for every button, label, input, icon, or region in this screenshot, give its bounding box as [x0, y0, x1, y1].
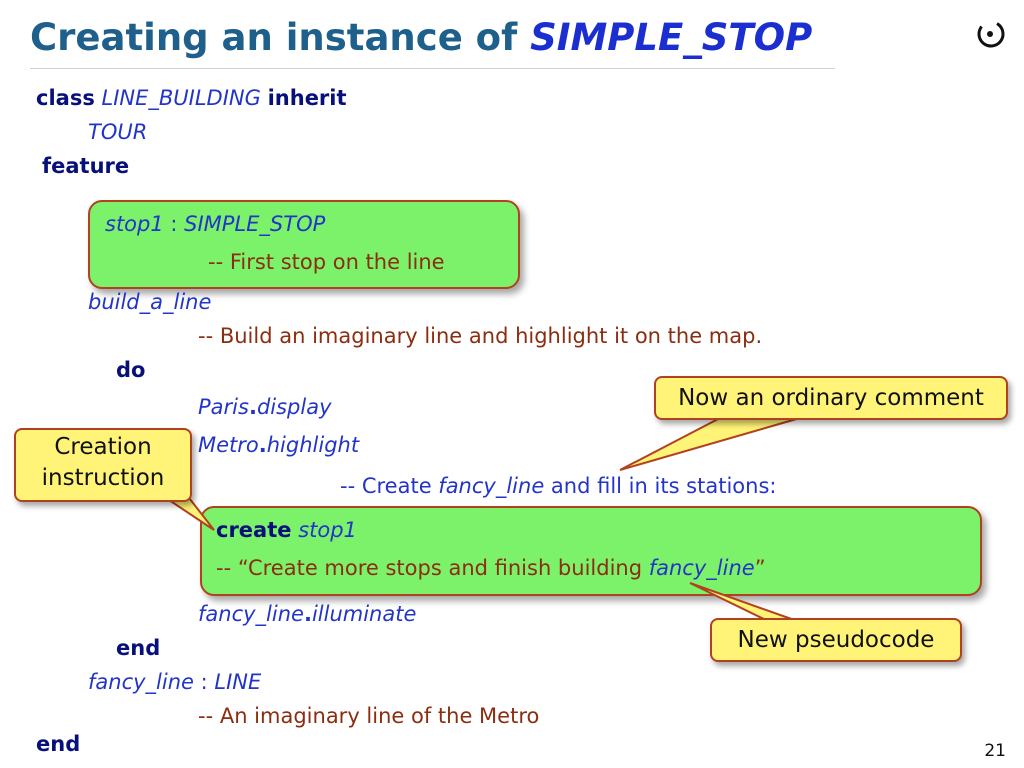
new-pseudocode-pointer [689, 582, 801, 623]
slide-title: Creating an instance of SIMPLE_STOP [30, 16, 812, 59]
title-divider [30, 68, 835, 69]
illuminate-dot: . [303, 602, 312, 626]
illuminate-feature: illuminate [311, 602, 417, 626]
create-comment-post: and fill in its stations: [544, 474, 777, 498]
paris-display-call: Paris.display [198, 395, 332, 419]
create-keyword: create [216, 518, 292, 542]
metro-highlight-call: Metro.highlight [198, 433, 359, 457]
end-keyword: end [116, 636, 161, 660]
inherit-keyword: inherit [267, 86, 347, 110]
illuminate-call: fancy_line.illuminate [198, 602, 416, 626]
code-line-class: class LINE_BUILDING inherit [36, 86, 347, 110]
illuminate-object: fancy_line [198, 602, 304, 626]
stop1-type: SIMPLE_STOP [184, 212, 326, 236]
metro-feature: highlight [266, 433, 360, 457]
build-routine-name: build_a_line [88, 290, 212, 314]
paris-dot: . [248, 395, 257, 419]
title-class-name: SIMPLE_STOP [530, 16, 813, 59]
feature-keyword: feature [42, 154, 130, 178]
final-end-keyword: end [36, 732, 81, 756]
metro-dot: . [258, 433, 267, 457]
ordinary-comment-pointer [619, 417, 801, 471]
do-keyword: do [116, 358, 146, 382]
pseudocode-comment: -- “Create more stops and finish buildin… [216, 556, 766, 580]
creation-instruction-callout: Creation instruction [14, 428, 192, 502]
pseudocode-post: ” [754, 556, 766, 580]
create-instruction-highlight [200, 506, 982, 596]
paris-feature: display [256, 395, 332, 419]
creation-label-line1: Creation [54, 434, 152, 460]
title-prefix: Creating an instance of [30, 16, 531, 59]
metro-object: Metro [198, 433, 259, 457]
ordinary-comment-label: Now an ordinary comment [678, 385, 984, 411]
stop1-declaration: stop1 : SIMPLE_STOP [105, 212, 325, 236]
stop1-comment: -- First stop on the line [208, 250, 445, 274]
create-comment-id: fancy_line [438, 474, 545, 498]
class-name: LINE_BUILDING [101, 86, 261, 110]
ordinary-comment-callout: Now an ordinary comment [654, 376, 1008, 420]
new-pseudocode-callout: New pseudocode [710, 618, 962, 662]
paris-object: Paris [198, 395, 249, 419]
stop1-colon: : [163, 212, 185, 236]
stop1-name: stop1 [105, 212, 164, 236]
pseudocode-id: fancy_line [648, 556, 755, 580]
fancy-line-type: LINE [214, 670, 262, 694]
parent-class: TOUR [88, 120, 148, 144]
new-pseudocode-label: New pseudocode [737, 627, 935, 653]
fancy-line-declaration: fancy_line : LINE [88, 670, 261, 694]
create-comment: -- Create fancy_line and fill in its sta… [340, 474, 776, 498]
create-instruction: create stop1 [216, 518, 357, 542]
pseudocode-pre: -- “Create more stops and finish buildin… [216, 556, 649, 580]
create-target: stop1 [298, 518, 357, 542]
creation-label-line2: instruction [41, 465, 165, 491]
stop1-declaration-highlight [88, 200, 520, 289]
create-comment-pre: -- Create [340, 474, 439, 498]
fancy-line-comment: -- An imaginary line of the Metro [198, 704, 540, 728]
class-keyword: class [36, 86, 95, 110]
page-number: 21 [984, 741, 1006, 761]
fancy-line-name: fancy_line [88, 670, 194, 694]
build-routine-comment: -- Build an imaginary line and highlight… [198, 324, 763, 348]
fancy-line-colon: : [193, 670, 215, 694]
